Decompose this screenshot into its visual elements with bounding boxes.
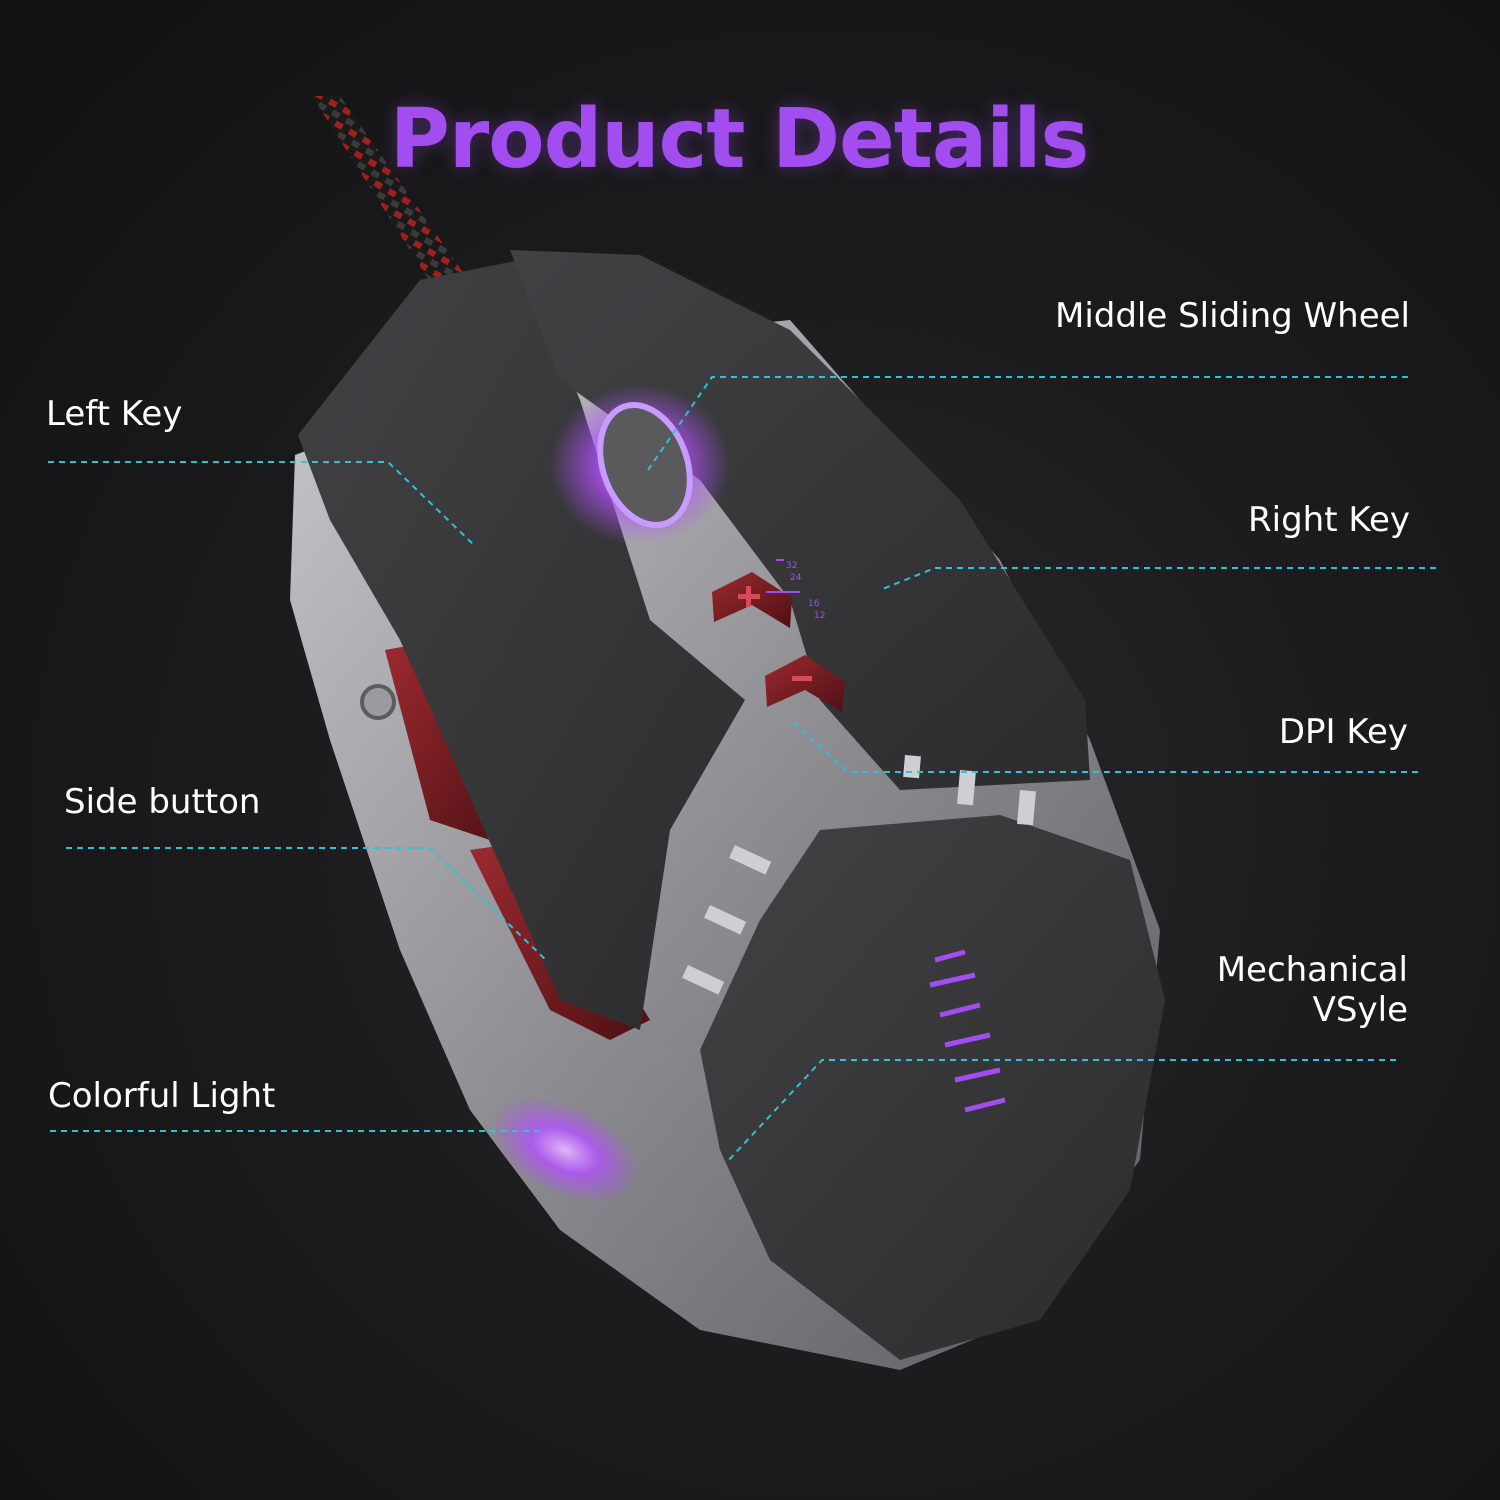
label-right-key: Right Key <box>1248 500 1410 540</box>
label-left-key: Left Key <box>46 394 183 434</box>
dpi-scale: 32 24 16 12 <box>766 559 825 621</box>
label-side-button: Side button <box>64 782 261 822</box>
dpi-mark-12: 12 <box>814 611 825 621</box>
leader-lines <box>48 376 1436 1163</box>
label-dpi-key: DPI Key <box>1278 712 1408 752</box>
right-key-shell <box>510 250 1090 790</box>
brand-mark <box>929 949 1006 1113</box>
dpi-mark-16: 16 <box>808 599 820 609</box>
leader-right-key <box>879 567 1436 591</box>
dpi-plus-button <box>712 572 792 628</box>
scroll-wheel-icon <box>550 385 730 545</box>
leader-mechanical <box>726 1059 1396 1163</box>
dpi-mark-32: 32 <box>786 561 797 571</box>
label-mechanical: Mechanical VSyle <box>1217 950 1408 1030</box>
leader-dpi-key <box>789 719 1418 773</box>
minus-icon <box>792 676 812 681</box>
leader-side-button <box>66 847 549 963</box>
dpi-mark-24: 24 <box>790 573 802 583</box>
left-key-shell <box>298 260 745 1030</box>
palm-shell <box>700 815 1165 1360</box>
colorful-light-glow <box>490 1097 640 1203</box>
plus-icon <box>738 586 760 607</box>
page-title: Product Details <box>389 92 1090 187</box>
label-mechanical-line1: Mechanical <box>1216 950 1408 990</box>
leader-middle-wheel <box>647 376 1408 471</box>
label-colorful-light: Colorful Light <box>48 1076 276 1116</box>
label-mechanical-line2: VSyle <box>1312 990 1408 1030</box>
leader-left-key <box>48 461 475 546</box>
label-middle-sliding-wheel: Middle Sliding Wheel <box>1054 296 1410 336</box>
dpi-minus-button <box>765 655 845 712</box>
